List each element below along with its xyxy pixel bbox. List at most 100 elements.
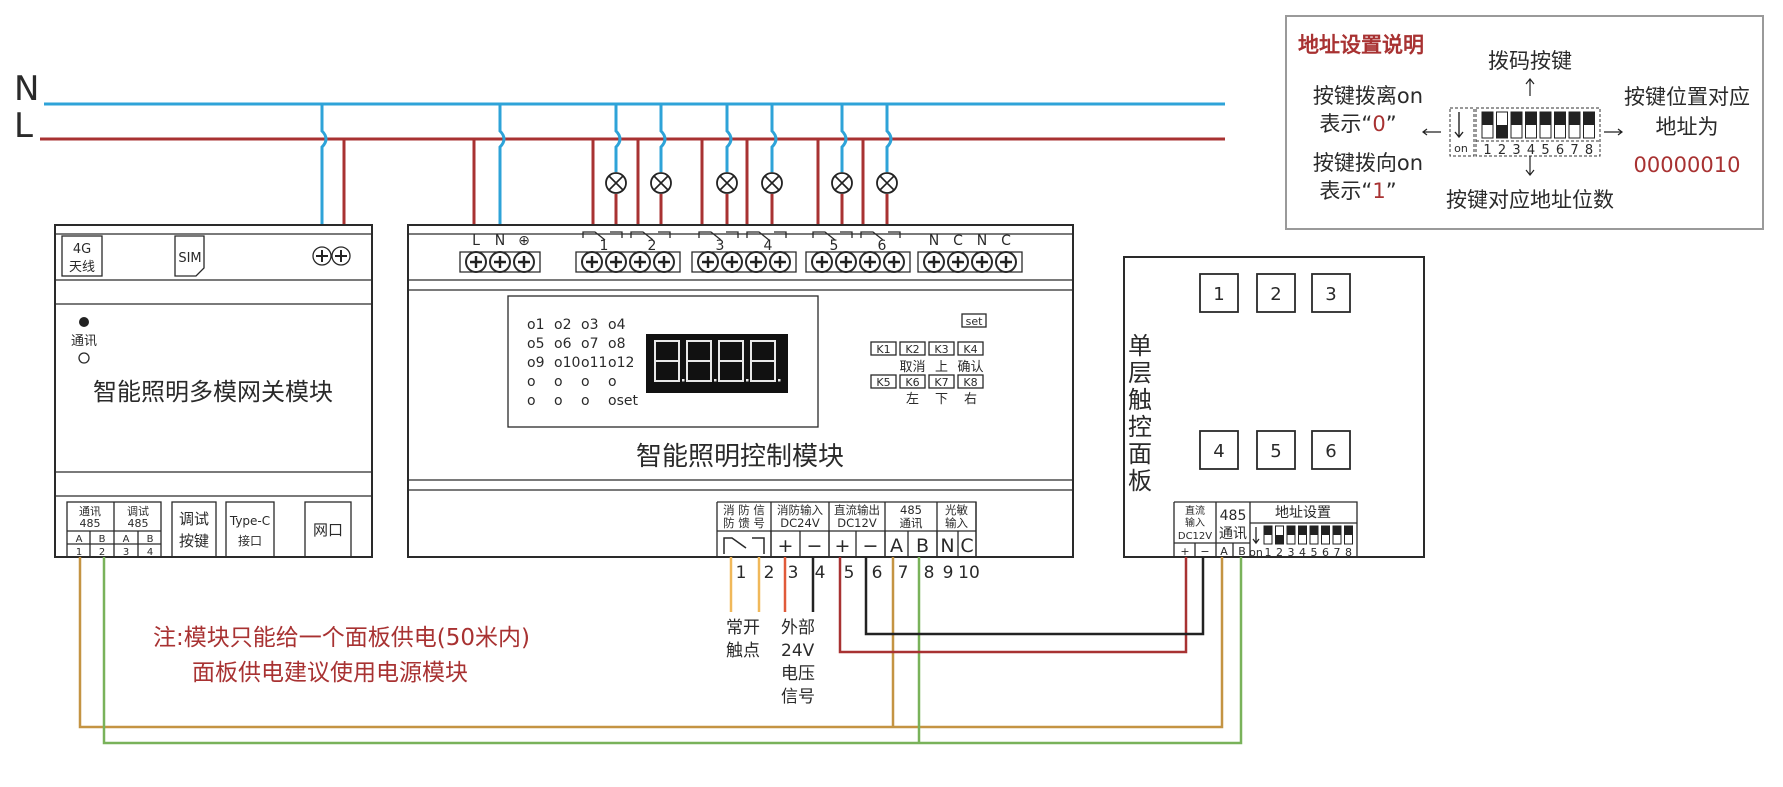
gw-num-4: 4 [147, 547, 153, 558]
gw-pin-b1: B [99, 534, 106, 545]
relay-terminal [691, 251, 797, 273]
panel-pin-label: B [1238, 545, 1246, 558]
debug485-label-2: 485 [128, 517, 149, 530]
led-indicator: o [527, 374, 536, 390]
help-dip-number: 4 [1527, 143, 1535, 158]
address-help-box: 地址设置说明 拨码按键 按键拨离on 表示“0” 按键拨向on 表示“1” on… [1285, 15, 1764, 230]
set-key: set [961, 313, 987, 328]
relay-contact-icon [746, 231, 787, 241]
lamp-icon [831, 172, 853, 194]
terminal-number: 7 [898, 563, 909, 583]
bottom-pin-label: C [960, 535, 973, 557]
lamp-n-wire [840, 104, 848, 172]
svg-text:K5: K5 [876, 376, 890, 389]
svg-text:2: 2 [1270, 284, 1281, 305]
relay-label: 6 [878, 238, 887, 254]
panel-title-char: 控 [1128, 413, 1152, 441]
relay-label: 2 [648, 238, 657, 254]
panel-title-char: 层 [1128, 359, 1152, 387]
svg-text:K1: K1 [876, 343, 890, 356]
svg-text:K4: K4 [963, 343, 977, 356]
led-indicator: o [527, 393, 536, 409]
lamp-icon [716, 172, 738, 194]
no-contact-label-2: 触点 [726, 641, 760, 661]
bus-n-label: N [14, 69, 39, 109]
panel-comm-label: 485 [1220, 508, 1247, 524]
panel-title-char: 单 [1128, 332, 1152, 360]
nc-term-label: C [953, 233, 963, 249]
svg-text:4: 4 [1213, 441, 1224, 462]
svg-text:K8: K8 [963, 376, 977, 389]
gw-pin-a2: A [123, 534, 130, 545]
lamp-icon [605, 172, 627, 194]
typec-label-1: Type-C [229, 514, 270, 528]
bottom-pin-label: + [835, 535, 851, 557]
led-indicator: o8 [608, 336, 625, 352]
dip-switch [1344, 525, 1353, 545]
svg-text:K7: K7 [934, 376, 948, 389]
led-indicator: o9 [527, 355, 544, 371]
power-term-label: N [495, 233, 505, 249]
panel-touch-button[interactable]: 4 [1199, 430, 1239, 470]
network-port-label: 网口 [313, 521, 343, 539]
panel-title-char: 面 [1128, 440, 1152, 468]
lamp-n-wire [725, 104, 733, 172]
led-indicator: o5 [527, 336, 544, 352]
help-dip-switch [1554, 111, 1566, 139]
bottom-group-label: 消 防 信 [723, 503, 765, 517]
lamp-icon [876, 172, 898, 194]
dip-switch [1298, 525, 1307, 545]
led-indicator: o [554, 374, 563, 390]
svg-text:1: 1 [1213, 284, 1224, 305]
dip-number: 2 [1276, 546, 1283, 559]
help-dip-number: 2 [1498, 143, 1506, 158]
lamp-n-wire [770, 104, 778, 172]
address-help-title: 地址设置说明 [1298, 33, 1424, 57]
led-indicator: o2 [554, 317, 571, 333]
svg-text:K3: K3 [934, 343, 948, 356]
dc-input-label: 输入 [1185, 516, 1205, 529]
bottom-group-label: 输入 [945, 516, 968, 530]
panel-touch-button[interactable]: 5 [1256, 430, 1296, 470]
nc-term-label: C [1001, 233, 1011, 249]
led-indicator: o3 [581, 317, 598, 333]
panel-pin-label: − [1200, 545, 1209, 558]
dip-switch [1286, 525, 1296, 545]
wire-485-a [78, 557, 1224, 729]
help-dip-switch [1568, 111, 1581, 139]
panel-touch-button[interactable]: 2 [1256, 273, 1296, 313]
key-function-label: 确认 [957, 360, 983, 375]
comm485-label-1: 通讯 [79, 505, 101, 518]
relay-label: 4 [764, 238, 773, 254]
comm-led-on [79, 317, 89, 327]
wire-485-b [102, 557, 1243, 745]
address-value: 00000010 [1634, 153, 1741, 177]
panel-dip-on: on [1249, 546, 1263, 559]
led-indicator: o6 [554, 336, 572, 352]
gateway-title: 智能照明多模网关模块 [93, 378, 333, 406]
lamp-icon [650, 172, 672, 194]
led-indicator: o7 [581, 336, 598, 352]
panel-touch-button[interactable]: 3 [1311, 273, 1351, 313]
key-function-label: 左 [906, 392, 919, 407]
seven-seg-digit [654, 340, 685, 382]
typec-label-2: 接口 [238, 533, 262, 548]
comm485-label-2: 485 [80, 517, 101, 530]
relay-wiring [591, 104, 898, 225]
ext-label-2: 24V [781, 641, 815, 661]
bottom-pin-label: N [940, 535, 954, 557]
gw-num-1: 1 [76, 547, 82, 558]
controller-title: 智能照明控制模块 [636, 442, 844, 472]
dip-number: 1 [1265, 546, 1272, 559]
panel-touch-button[interactable]: 6 [1311, 430, 1351, 470]
led-indicator: oset [608, 393, 638, 409]
no-contact-label-1: 常开 [726, 618, 760, 638]
bottom-group-label: 防 馈 号 [723, 516, 765, 530]
terminal-number: 10 [958, 563, 980, 583]
bottom-pin-label: A [890, 535, 903, 557]
panel-touch-button[interactable]: 1 [1199, 273, 1239, 313]
gw-pin-b2: B [147, 534, 154, 545]
key-button: K2 [899, 341, 926, 356]
